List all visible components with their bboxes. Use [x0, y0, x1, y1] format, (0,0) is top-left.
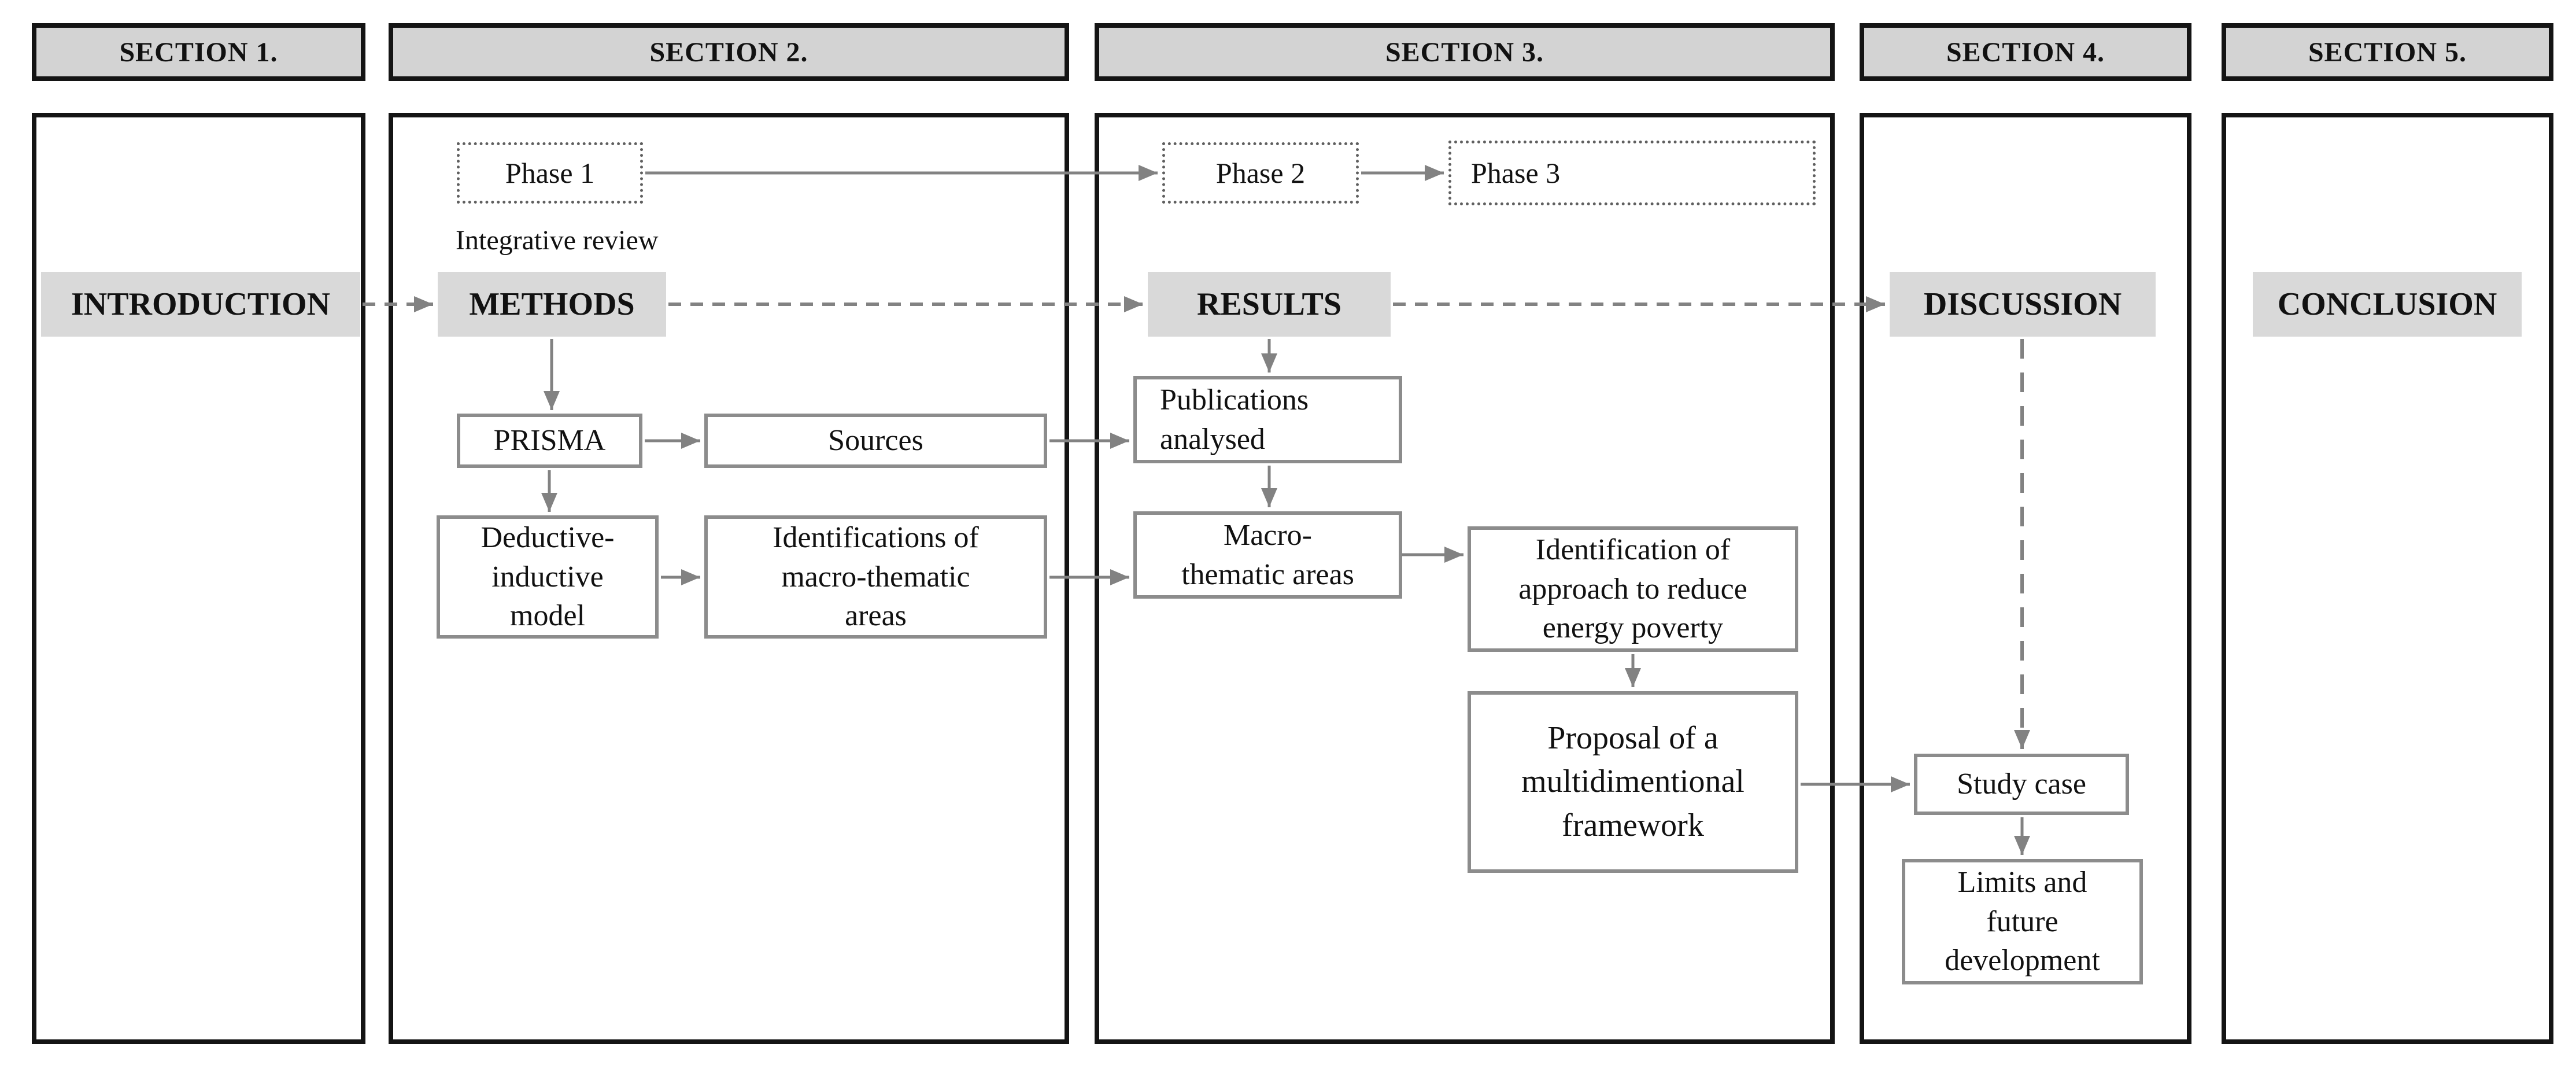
section-5-header: SECTION 5. — [2222, 23, 2553, 81]
node-proposal-multidimentional-framework: Proposal of a multidimentional framework — [1468, 691, 1798, 873]
node-limits-future-development: Limits and future development — [1902, 859, 2143, 984]
node-sources: Sources — [704, 414, 1047, 468]
integrative-review-label: Integrative review — [456, 225, 659, 256]
node-phase-3: Phase 3 — [1448, 141, 1816, 205]
node-methods: METHODS — [438, 272, 666, 337]
node-phase-1: Phase 1 — [457, 142, 643, 204]
node-identification-of-approach: Identification of approach to reduce ene… — [1468, 526, 1798, 652]
node-introduction: INTRODUCTION — [41, 272, 360, 337]
section-1-header: SECTION 1. — [32, 23, 365, 81]
section-2-header: SECTION 2. — [389, 23, 1069, 81]
node-results: RESULTS — [1148, 272, 1391, 337]
section-4-header: SECTION 4. — [1860, 23, 2191, 81]
section-5-column — [2222, 113, 2553, 1044]
node-deductive-inductive-model: Deductive- inductive model — [437, 515, 659, 639]
section-1-column — [32, 113, 365, 1044]
node-discussion: DISCUSSION — [1890, 272, 2156, 337]
node-prisma: PRISMA — [457, 414, 642, 468]
node-publications-analysed: Publications analysed — [1133, 376, 1402, 463]
node-identifications-macro-thematic-areas: Identifications of macro-thematic areas — [704, 515, 1047, 639]
node-macro-thematic-areas: Macro- thematic areas — [1133, 511, 1402, 599]
node-study-case: Study case — [1914, 754, 2129, 815]
node-conclusion: CONCLUSION — [2253, 272, 2522, 337]
section-3-header: SECTION 3. — [1095, 23, 1835, 81]
node-phase-2: Phase 2 — [1162, 142, 1359, 204]
